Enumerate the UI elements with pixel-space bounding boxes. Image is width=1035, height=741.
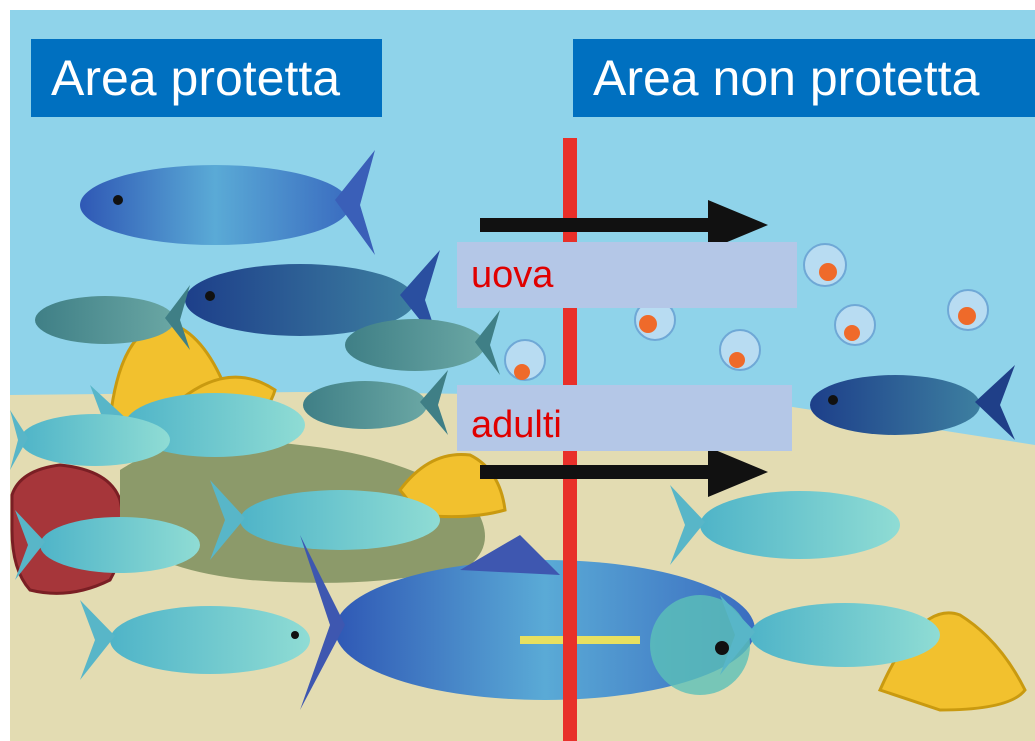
egg-icon bbox=[804, 244, 846, 286]
eggs-tag: uova bbox=[457, 242, 797, 308]
egg-icon bbox=[720, 330, 760, 370]
unprotected-area-label: Area non protetta bbox=[573, 39, 1035, 117]
egg-icon bbox=[948, 290, 988, 330]
protected-area-label: Area protetta bbox=[31, 39, 382, 117]
adults-tag: adulti bbox=[457, 385, 792, 451]
egg-icon bbox=[835, 305, 875, 345]
egg-icon bbox=[505, 340, 545, 380]
